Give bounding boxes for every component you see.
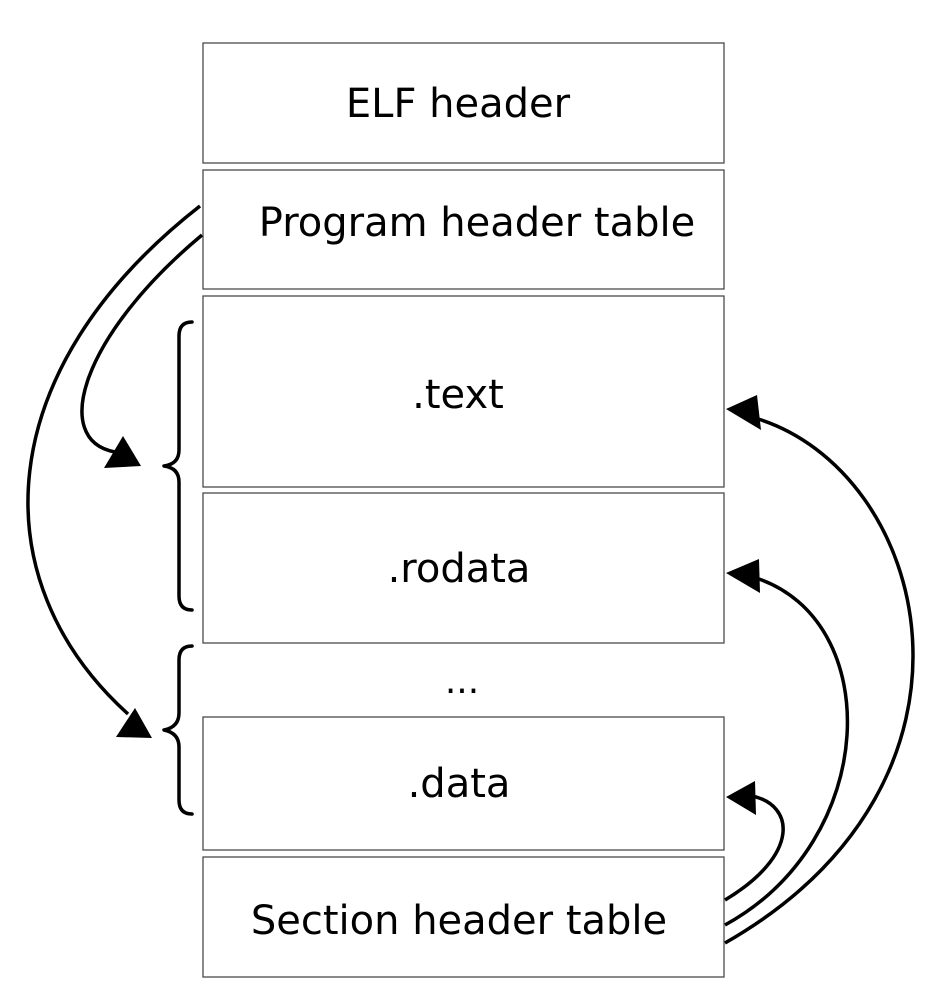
text-section-block: .text — [202, 295, 725, 488]
section-header-arrow-to-rodata — [724, 559, 850, 927]
ellipsis-label: ... — [445, 661, 479, 702]
program-header-table-block: Program header table — [202, 169, 725, 290]
section-header-arrow-to-data — [724, 781, 785, 902]
elf-header-block: ELF header — [202, 42, 725, 164]
section-header-table-block: Section header table — [202, 856, 725, 978]
program-header-arrow-to-text-segment — [80, 233, 204, 468]
program-header-table-label: Program header table — [259, 200, 695, 246]
segment-brace-upper — [162, 320, 194, 612]
section-header-arrow-to-text — [724, 395, 915, 945]
data-section-label: .data — [408, 761, 511, 807]
section-header-table-label: Section header table — [251, 898, 667, 944]
text-section-label: .text — [412, 372, 504, 418]
program-header-arrow-to-data-segment — [26, 204, 202, 738]
rodata-section-block: .rodata — [202, 492, 725, 644]
elf-header-label: ELF header — [346, 81, 571, 127]
segment-brace-lower — [162, 644, 194, 816]
data-section-block: .data — [202, 716, 725, 851]
rodata-section-label: .rodata — [388, 546, 531, 592]
